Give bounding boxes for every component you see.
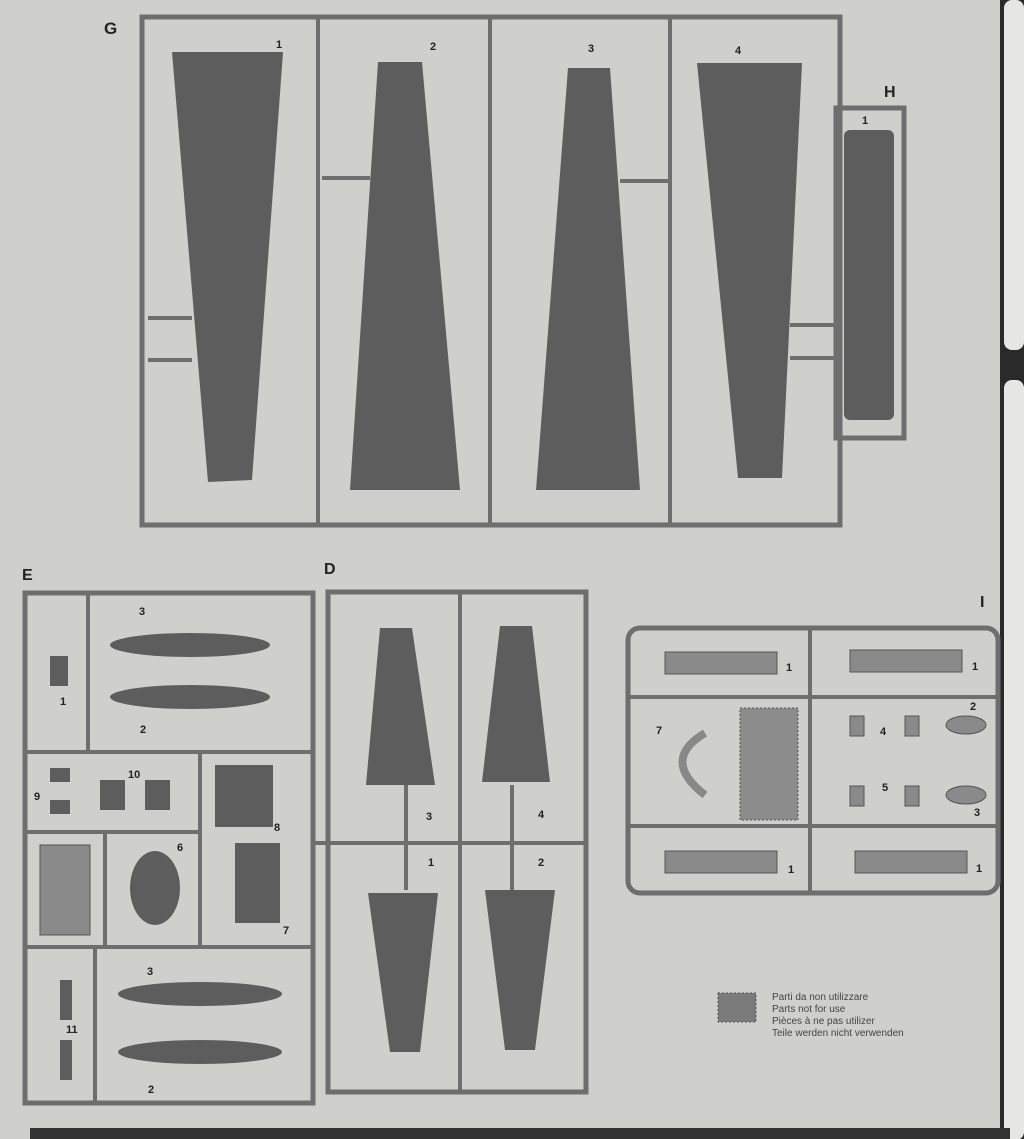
legend-text-en: Parts not for use — [772, 1004, 846, 1015]
part-e1 — [50, 656, 68, 686]
part-number: 3 — [426, 811, 432, 823]
sprue-i: I 1 1 7 4 2 5 3 1 1 — [625, 594, 1001, 896]
wing-part-g2 — [350, 62, 460, 490]
sprue-part — [664, 850, 778, 874]
sprue-part — [145, 780, 170, 810]
part-e3b — [118, 982, 282, 1006]
sprue-part — [100, 780, 125, 810]
sprue-label: D — [324, 561, 336, 578]
part-e3 — [110, 633, 270, 657]
legend-text-fr: Pièces à ne pas utilizer — [772, 1016, 876, 1027]
part-e8 — [215, 765, 273, 827]
part-number: 1 — [276, 39, 282, 51]
part-number: 7 — [656, 725, 662, 737]
sprue-part — [904, 785, 920, 807]
next-page-edge — [1004, 380, 1024, 1139]
part-number: 2 — [430, 41, 436, 53]
sprue-g: G 1 2 3 4 — [104, 14, 843, 528]
part-number: 1 — [60, 696, 66, 708]
part-e2b — [118, 1040, 282, 1064]
sprue-label: E — [22, 567, 33, 584]
part-number: 2 — [148, 1084, 154, 1096]
sprue-part — [854, 850, 968, 874]
part-number: 11 — [66, 1024, 78, 1036]
part-number: 8 — [274, 822, 280, 834]
part-number: 4 — [880, 726, 887, 738]
part-number: 7 — [283, 925, 289, 937]
part-number: 4 — [538, 809, 545, 821]
part-number: 9 — [34, 791, 40, 803]
part-number: 3 — [588, 43, 594, 55]
part-number: 3 — [139, 606, 145, 618]
part-number: 6 — [177, 842, 183, 854]
sprue-part — [945, 785, 987, 805]
part-number: 1 — [788, 864, 794, 876]
sprue-label: I — [980, 594, 984, 611]
sprue-part — [664, 651, 778, 675]
part-number: 5 — [882, 782, 888, 794]
sprue-part — [50, 800, 70, 814]
legend-text-it: Parti da non utilizzare — [772, 992, 869, 1003]
part-d4 — [482, 626, 550, 782]
sprue-part — [945, 715, 987, 735]
part-number: 2 — [970, 701, 976, 713]
part-number: 1 — [972, 661, 978, 673]
part-e7 — [235, 843, 280, 923]
part-number: 2 — [140, 724, 146, 736]
part-d1 — [368, 893, 438, 1052]
part-number: 10 — [128, 769, 140, 781]
sprue-label: H — [884, 84, 896, 101]
wing-part-g3 — [536, 68, 640, 490]
part-number: 4 — [735, 45, 742, 57]
part-i7 — [678, 729, 708, 799]
sprue-label: G — [104, 19, 117, 38]
sprue-part — [60, 1040, 72, 1080]
part-d2 — [485, 890, 555, 1050]
sprue-frame — [22, 590, 316, 1106]
legend-text-de: Teile werden nicht verwenden — [772, 1028, 904, 1039]
sprue-frame — [625, 625, 1001, 896]
part-number: 1 — [428, 857, 434, 869]
part-number: 1 — [976, 863, 982, 875]
sprue-part — [849, 715, 865, 737]
sprue-h: H 1 — [833, 84, 907, 441]
part-e2 — [110, 685, 270, 709]
part-not-for-use — [39, 844, 91, 936]
sprue-part — [50, 768, 70, 782]
part-number: 1 — [862, 115, 868, 127]
part-e6 — [130, 851, 180, 925]
sprue-d: D 3 4 1 2 — [315, 561, 589, 1095]
sprue-part — [904, 715, 920, 737]
legend: Parti da non utilizzare Parts not for us… — [717, 992, 904, 1039]
part-not-for-use — [739, 707, 799, 821]
legend-swatch — [717, 992, 757, 1023]
wing-part-g4 — [697, 63, 802, 478]
sprue-frame — [833, 105, 907, 441]
next-page-edge — [1004, 0, 1024, 350]
wing-part-g1 — [172, 52, 283, 482]
part-number: 2 — [538, 857, 544, 869]
sprue-part — [60, 980, 72, 1020]
sprue-e: E 3 1 2 10 9 8 6 7 3 11 2 — [22, 567, 316, 1106]
sprue-part — [849, 649, 963, 673]
sprue-part — [849, 785, 865, 807]
bottom-panel-edge — [30, 1128, 1010, 1139]
part-number: 1 — [786, 662, 792, 674]
part-number: 3 — [974, 807, 980, 819]
fuselage-panel-h1 — [844, 130, 894, 420]
part-d3 — [366, 628, 435, 785]
part-number: 3 — [147, 966, 153, 978]
